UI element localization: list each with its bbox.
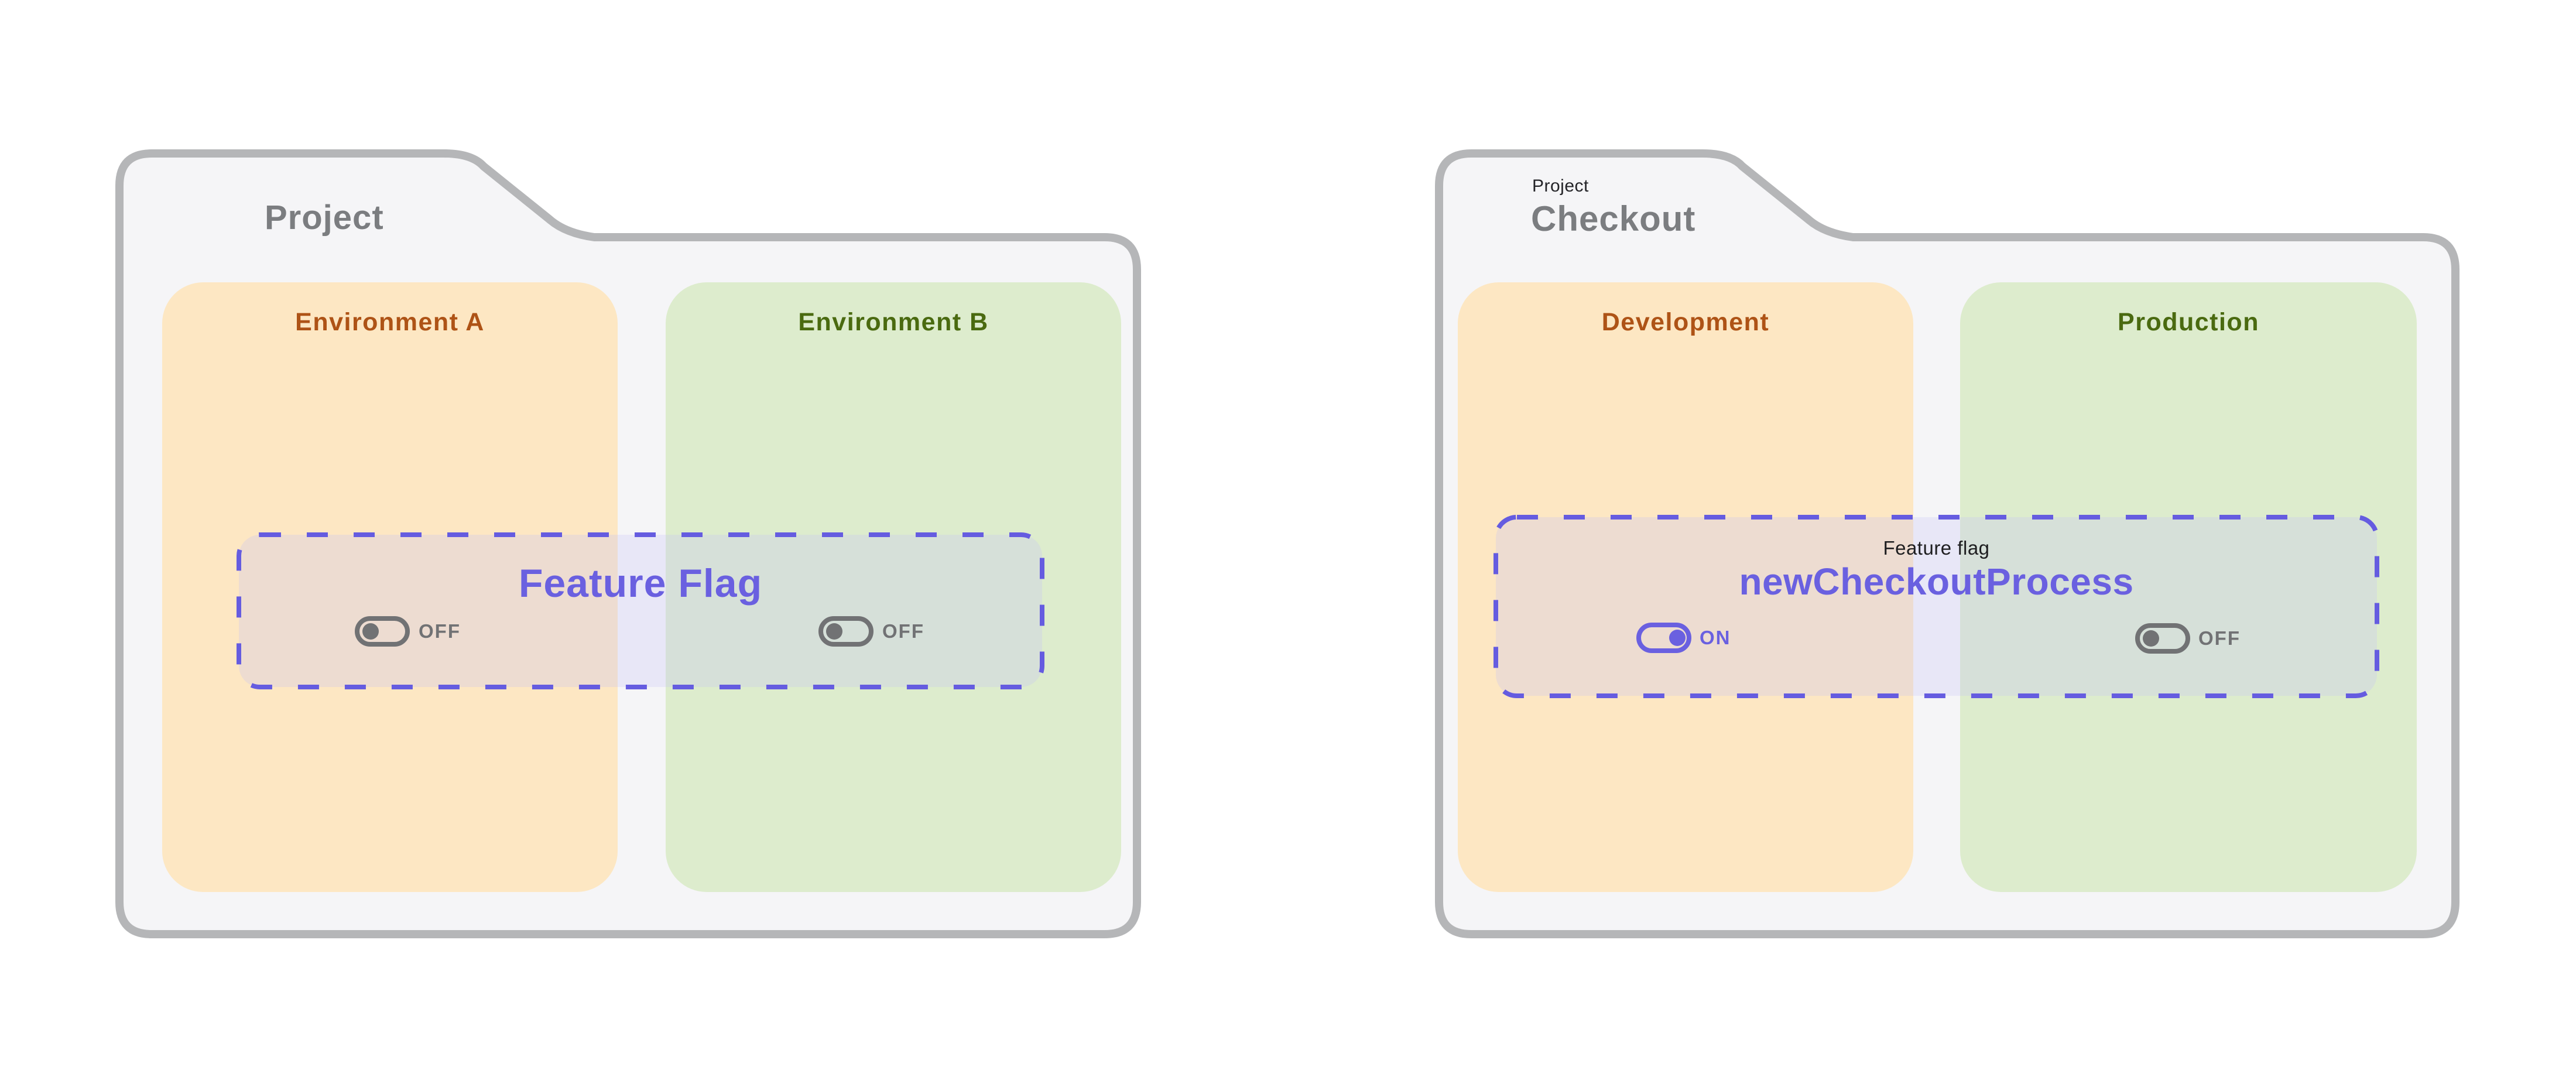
right-folder-title: Checkout — [1531, 199, 1696, 238]
environment-a-toggle-switch[interactable] — [355, 616, 410, 647]
left-folder-title: Project — [265, 199, 384, 237]
toggle-knob-icon — [2143, 630, 2159, 647]
development-toggle-label: ON — [1700, 627, 1731, 648]
environment-a-label: Environment A — [295, 308, 485, 336]
production-toggle-switch[interactable] — [2135, 623, 2190, 654]
toggle-knob-icon — [362, 623, 379, 640]
environment-a-panel — [162, 282, 618, 892]
development-toggle-switch[interactable] — [1636, 623, 1691, 653]
toggle-knob-icon — [826, 623, 842, 640]
environment-b-toggle-label: OFF — [882, 620, 924, 642]
right-feature-flag-title: newCheckoutProcess — [1739, 561, 2134, 603]
environment-b-toggle-switch[interactable] — [818, 616, 873, 647]
left-feature-flag-title: Feature Flag — [518, 561, 763, 606]
right-feature-flag-eyebrow: Feature flag — [1883, 537, 1990, 559]
toggle-knob-icon — [1669, 630, 1686, 646]
environment-b-panel — [666, 282, 1121, 892]
development-panel — [1458, 282, 1913, 892]
left-feature-flag-region — [237, 532, 1044, 689]
production-label: Production — [2118, 308, 2259, 336]
environment-a-toggle-label: OFF — [419, 620, 461, 642]
development-label: Development — [1601, 308, 1770, 336]
environment-b-label: Environment B — [798, 308, 989, 336]
right-folder-eyebrow: Project — [1532, 176, 1589, 196]
production-toggle-label: OFF — [2198, 627, 2241, 649]
production-panel — [1960, 282, 2417, 892]
